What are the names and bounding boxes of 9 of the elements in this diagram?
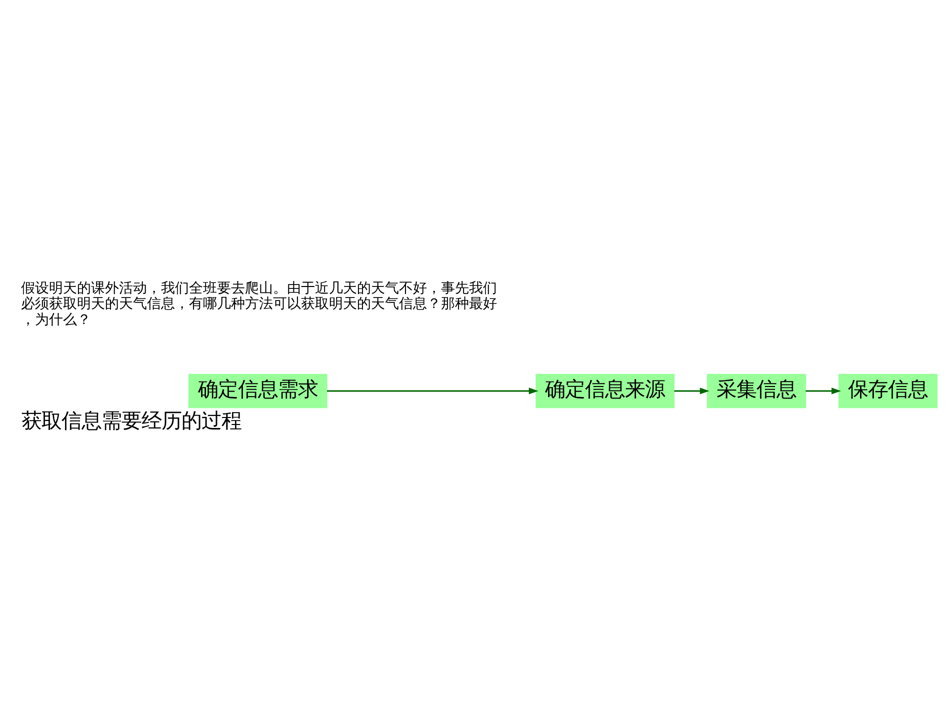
diagram-title: 获取信息需要经历的过程 (21, 408, 242, 433)
node-box: 采集信息 (706, 374, 806, 408)
arrow (674, 388, 710, 394)
arrow (327, 388, 538, 394)
label: 假设明天的课外活动，我们全班要去爬山。由于近几天的天气不好，事先我们必须获取明天的天气信息，有哪几种方法可以获取明天的天气信息？那种最好，为什么？ (21, 280, 498, 328)
node-box: 确定信息需求 (188, 374, 328, 408)
arrow (806, 388, 841, 394)
node-box: 保存信息 (838, 374, 938, 408)
node-box: 确定信息来源 (536, 374, 675, 408)
